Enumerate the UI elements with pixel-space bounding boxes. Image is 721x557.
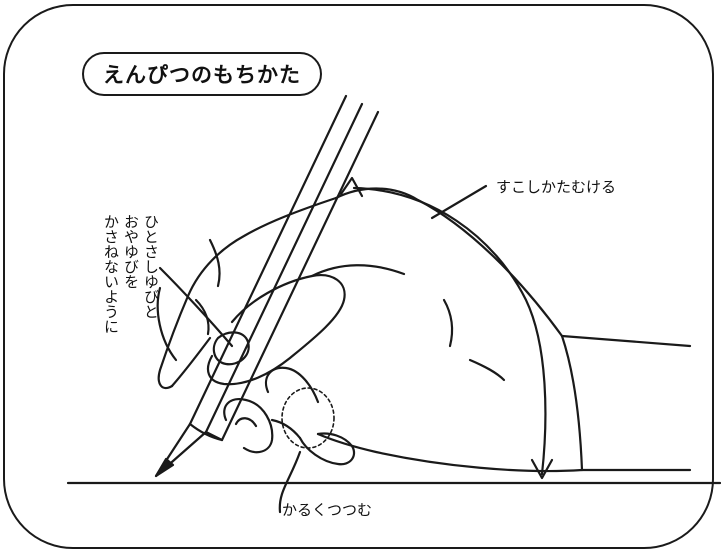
finger-note-col-3: かさねないように (102, 214, 120, 334)
grip-label: かるくつつむ (282, 501, 373, 519)
tilt-leader (430, 184, 488, 220)
grip-circle (281, 387, 335, 449)
grip-leader (278, 450, 302, 514)
tilt-label: すこしかたむける (496, 178, 617, 196)
finger-note-col-2: おやゆびを (122, 214, 140, 289)
pencil (154, 94, 380, 478)
page-title: えんぴつのもちかた (82, 52, 322, 96)
finger-leader-1 (158, 266, 234, 348)
tilt-arc (339, 176, 554, 480)
finger-leader-2 (156, 286, 178, 362)
finger-note-col-1: ひとさしゆびと (142, 214, 160, 319)
rounded-frame (3, 4, 714, 549)
hand (157, 187, 692, 473)
